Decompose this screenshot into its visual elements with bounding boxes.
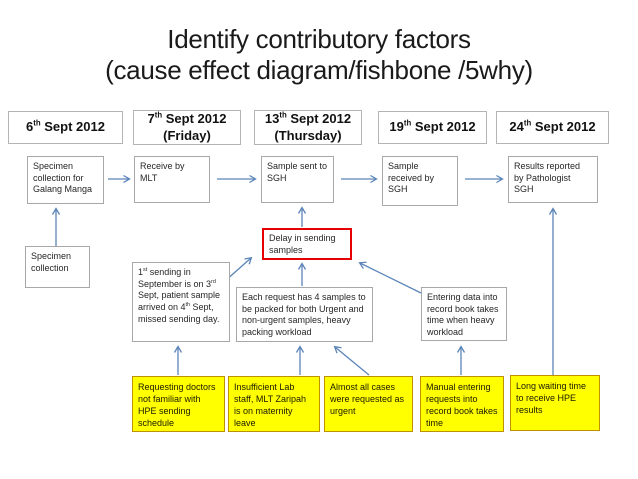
timeline-date-4: 19th Sept 2012 xyxy=(378,111,487,144)
timeline-date-5: 24th Sept 2012 xyxy=(496,111,609,144)
timeline-date-3-weekday: (Thursday) xyxy=(274,127,342,143)
cause-specimen-collection: Specimen collection xyxy=(25,246,90,288)
timeline-date-2: 7th Sept 2012 (Friday) xyxy=(133,110,241,145)
problem-delay-box: Delay in sending samples xyxy=(262,228,352,260)
root-cause-urgent-requests: Almost all cases were requested as urgen… xyxy=(324,376,413,432)
title-line-2: (cause effect diagram/fishbone /5why) xyxy=(105,55,533,86)
process-step-specimen-collection-galang: Specimen collection for Galang Manga xyxy=(27,156,104,204)
timeline-date-4-label: 19th Sept 2012 xyxy=(389,119,476,135)
process-step-sample-sent-sgh: Sample sent to SGH xyxy=(261,156,334,203)
timeline-date-2-label: 7th Sept 2012 xyxy=(147,110,227,127)
cause-first-sending: 1st sending in September is on 3rd Sept,… xyxy=(132,262,230,342)
root-cause-doctors-unfamiliar: Requesting doctors not familiar with HPE… xyxy=(132,376,225,432)
root-cause-insufficient-staff: Insufficient Lab staff, MLT Zaripah is o… xyxy=(228,376,320,432)
process-step-results-reported: Results reported by Pathologist SGH xyxy=(508,156,598,203)
cause-packing-workload: Each request has 4 samples to be packed … xyxy=(236,287,373,342)
arrow-urgent-to-packing xyxy=(333,345,370,376)
root-cause-long-waiting: Long waiting time to receive HPE results xyxy=(510,375,600,431)
timeline-date-3-label: 13th Sept 2012 xyxy=(264,110,352,127)
title-line-1: Identify contributory factors xyxy=(167,24,471,54)
cause-record-book-entry: Entering data into record book takes tim… xyxy=(421,287,507,341)
timeline-date-1-label: 6th Sept 2012 xyxy=(26,119,105,135)
timeline-date-2-weekday: (Friday) xyxy=(163,127,211,143)
timeline-date-3: 13th Sept 2012 (Thursday) xyxy=(254,110,362,145)
process-step-receive-by-mlt: Receive by MLT xyxy=(134,156,210,203)
slide-title: Identify contributory factors (cause eff… xyxy=(0,24,638,86)
timeline-date-1: 6th Sept 2012 xyxy=(8,111,123,144)
timeline-date-5-label: 24th Sept 2012 xyxy=(509,119,596,135)
process-step-sample-received-sgh: Sample received by SGH xyxy=(382,156,458,206)
root-cause-manual-entry: Manual entering requests into record boo… xyxy=(420,376,504,432)
